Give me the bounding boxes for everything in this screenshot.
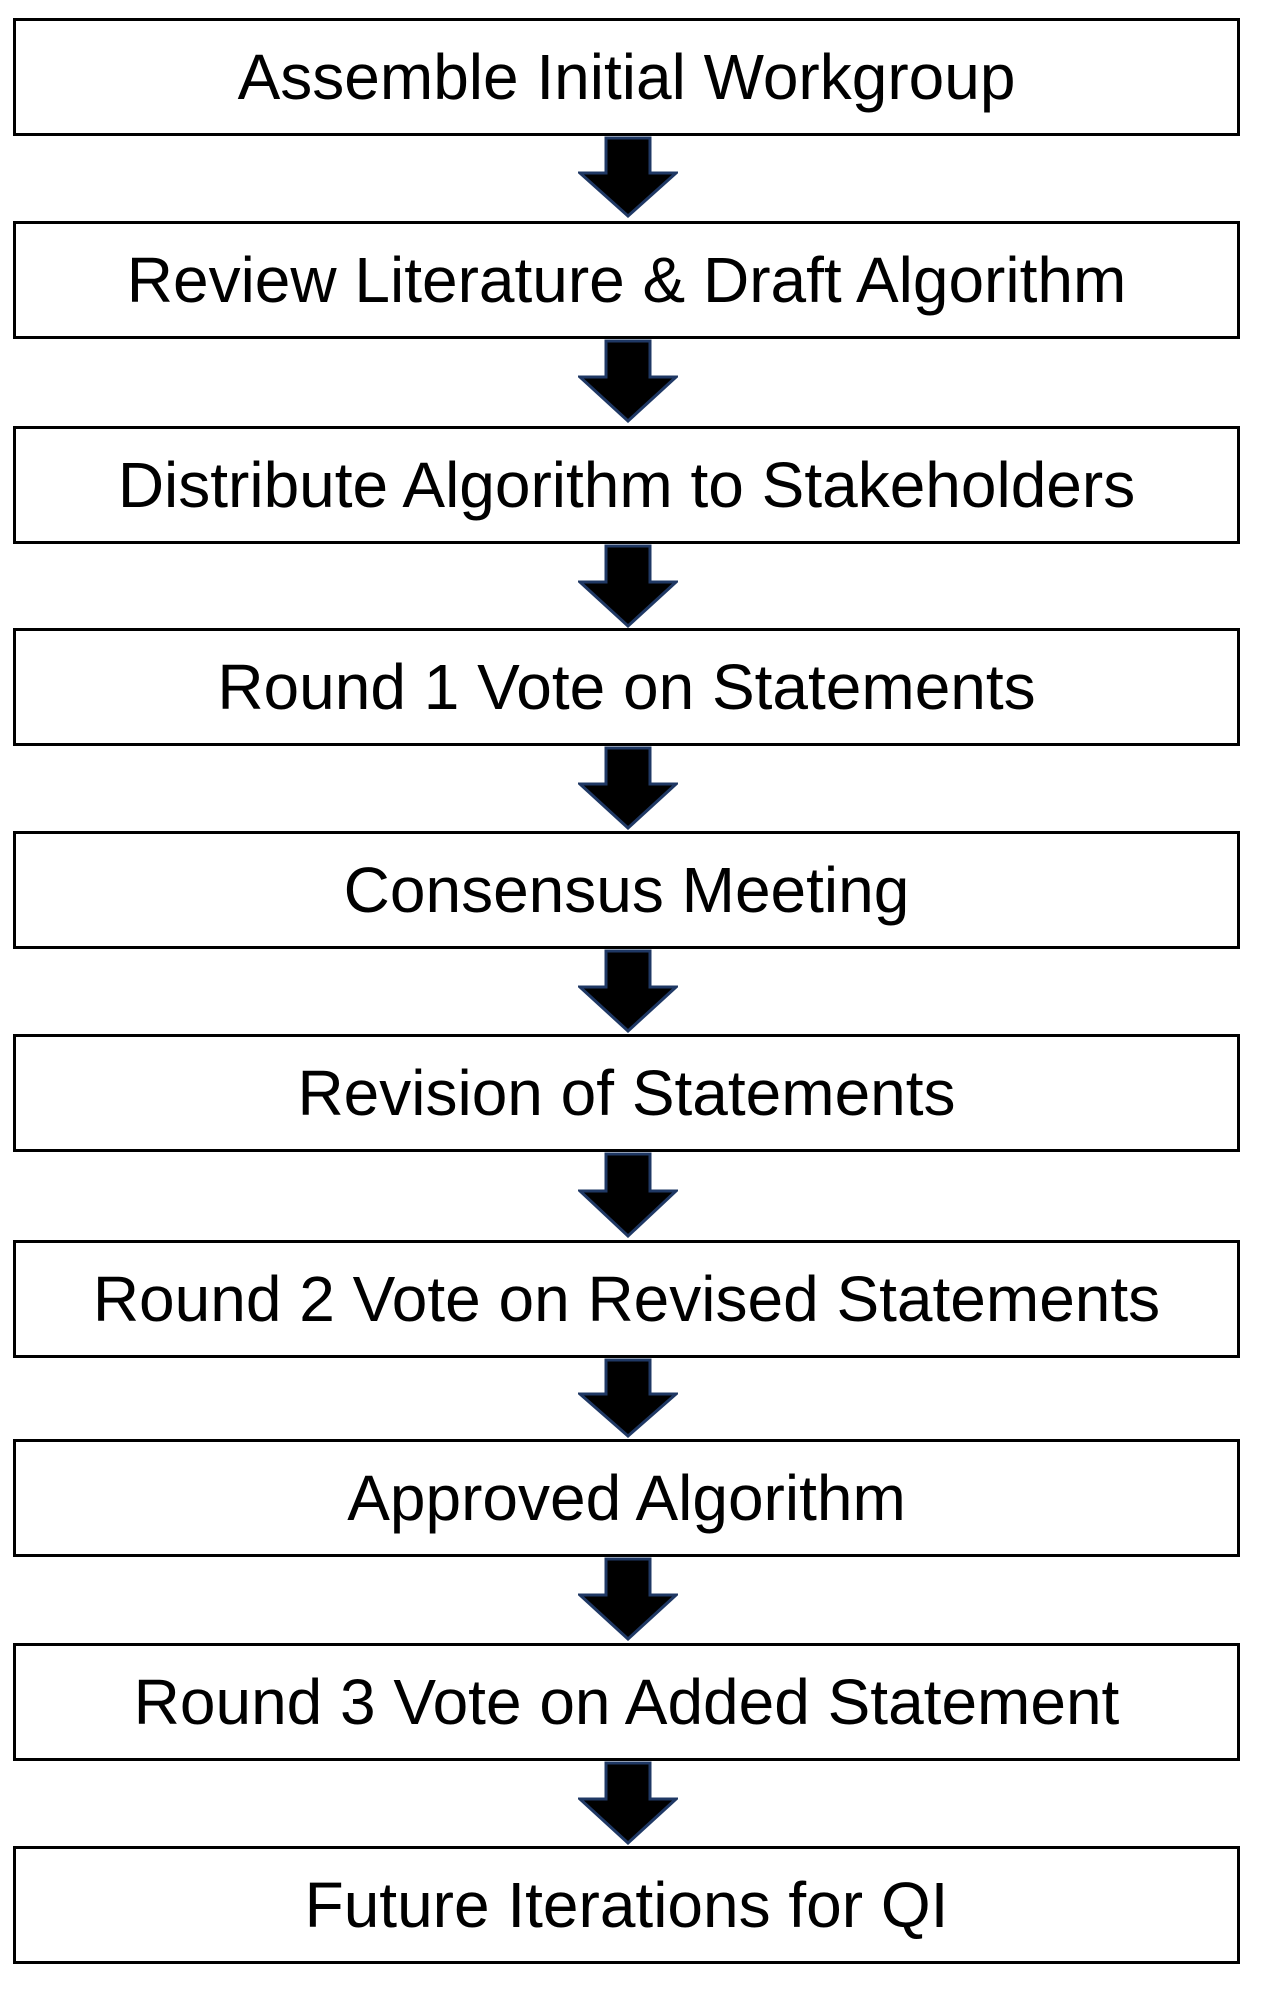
- step-box-7: Round 2 Vote on Revised Statements: [13, 1240, 1240, 1358]
- step-label-8: Approved Algorithm: [347, 1462, 906, 1534]
- down-arrow-icon: [578, 1358, 678, 1438]
- step-label-4: Round 1 Vote on Statements: [217, 651, 1036, 723]
- down-arrow-icon: [578, 1152, 678, 1238]
- step-box-5: Consensus Meeting: [13, 831, 1240, 949]
- down-arrow-icon: [578, 1557, 678, 1641]
- step-box-10: Future Iterations for QI: [13, 1846, 1240, 1964]
- step-box-3: Distribute Algorithm to Stakeholders: [13, 426, 1240, 544]
- step-box-2: Review Literature & Draft Algorithm: [13, 221, 1240, 339]
- step-box-8: Approved Algorithm: [13, 1439, 1240, 1557]
- down-arrow-icon: [578, 949, 678, 1033]
- step-label-5: Consensus Meeting: [343, 854, 910, 926]
- step-label-9: Round 3 Vote on Added Statement: [133, 1666, 1120, 1738]
- down-arrow-icon: [578, 136, 678, 218]
- step-box-4: Round 1 Vote on Statements: [13, 628, 1240, 746]
- step-label-2: Review Literature & Draft Algorithm: [126, 244, 1127, 316]
- step-box-1: Assemble Initial Workgroup: [13, 18, 1240, 136]
- step-label-10: Future Iterations for QI: [304, 1869, 949, 1941]
- step-box-9: Round 3 Vote on Added Statement: [13, 1643, 1240, 1761]
- step-box-6: Revision of Statements: [13, 1034, 1240, 1152]
- down-arrow-icon: [578, 339, 678, 423]
- step-label-3: Distribute Algorithm to Stakeholders: [117, 449, 1136, 521]
- step-label-1: Assemble Initial Workgroup: [237, 41, 1016, 113]
- down-arrow-icon: [578, 1761, 678, 1845]
- step-label-7: Round 2 Vote on Revised Statements: [92, 1263, 1161, 1335]
- down-arrow-icon: [578, 746, 678, 830]
- down-arrow-icon: [578, 544, 678, 628]
- step-label-6: Revision of Statements: [297, 1057, 956, 1129]
